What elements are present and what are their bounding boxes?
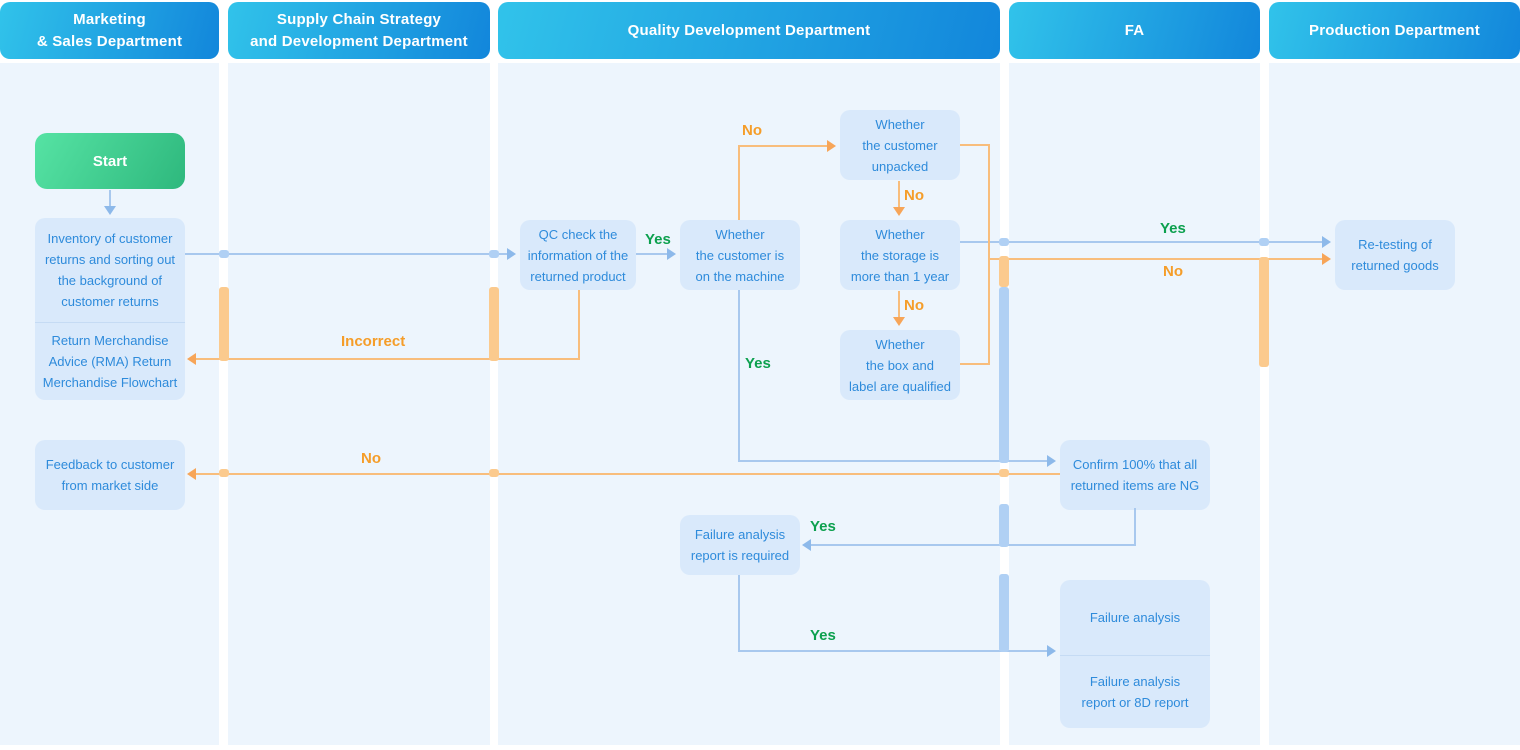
- edge-label-incorrect-qc-rma: Incorrect: [341, 333, 406, 350]
- connector-qc-machine: [636, 253, 667, 255]
- lane-gap-marker: [219, 250, 229, 258]
- edge-label-yes-qc-machine: Yes: [645, 231, 671, 248]
- lane-header-marketing-sales: Marketing & Sales Department: [0, 2, 219, 59]
- connector-confirm-required-v: [1134, 508, 1136, 546]
- node-report-required: Failure analysis report is required: [680, 515, 800, 575]
- connector-machine-confirm-h: [738, 460, 1047, 462]
- lane-gap-marker: [219, 469, 229, 477]
- lane-header-fa: FA: [1009, 2, 1260, 59]
- arrowhead-machine-confirm: [1047, 455, 1056, 467]
- connector-branch-retest: [988, 258, 1322, 260]
- lane-gap-bar: [219, 287, 229, 361]
- lane-header-production: Production Department: [1269, 2, 1520, 59]
- edge-label-no-storage-boxlabel: No: [904, 297, 924, 314]
- node-confirm-ng: Confirm 100% that all returned items are…: [1060, 440, 1210, 510]
- arrowhead-unpacked-storage: [893, 207, 905, 216]
- node-start: Start: [35, 133, 185, 189]
- connector-inventory-qc: [185, 253, 507, 255]
- connector-start-inventory: [109, 190, 111, 206]
- lane-gap-bar: [999, 287, 1009, 463]
- arrowhead-confirm-feedback: [187, 468, 196, 480]
- node-failure-analysis: Failure analysis: [1089, 610, 1181, 625]
- arrowhead-qc-rma: [187, 353, 196, 365]
- lane-gap-bar: [999, 504, 1009, 547]
- connector-qc-rma-v: [578, 290, 580, 360]
- arrowhead-storage-retest: [1322, 236, 1331, 248]
- connector-required-failure-v: [738, 575, 740, 652]
- arrowhead-confirm-required: [802, 539, 811, 551]
- lane-gap-marker: [489, 469, 499, 477]
- node-storage-one-year: Whether the storage is more than 1 year: [840, 220, 960, 290]
- edge-label-yes-confirm-required: Yes: [810, 518, 836, 535]
- edge-label-no-machine-unpacked: No: [742, 122, 762, 139]
- lane-gap-bar: [1259, 257, 1269, 367]
- edge-label-no-confirm-feedback: No: [361, 450, 381, 467]
- connector-machine-confirm-v: [738, 290, 740, 462]
- node-failure-report: Failure analysis report or 8D report: [1060, 655, 1210, 727]
- connector-required-failure-h: [738, 650, 1047, 652]
- arrowhead-inventory-qc: [507, 248, 516, 260]
- node-inventory: Inventory of customer returns and sortin…: [44, 231, 176, 309]
- lane-gap-bar: [999, 574, 1009, 652]
- lane-gap-bar: [999, 256, 1009, 287]
- lane-gap-marker: [999, 469, 1009, 477]
- connector-storage-retest: [960, 241, 1322, 243]
- connector-confirm-required-h: [811, 544, 1136, 546]
- lane-gap-marker: [489, 250, 499, 258]
- lane-supply-chain: [228, 63, 490, 745]
- lane-gap-marker: [1259, 238, 1269, 246]
- connector-unpacked-right-h: [960, 144, 990, 146]
- connector-machine-unpacked-v: [738, 145, 740, 220]
- connector-unpacked-boxlabel-v: [988, 144, 990, 365]
- connector-qc-rma-h: [196, 358, 580, 360]
- connector-storage-boxlabel: [898, 291, 900, 317]
- lane-gap-marker: [999, 238, 1009, 246]
- arrowhead-machine-unpacked: [827, 140, 836, 152]
- arrowhead-start-inventory: [104, 206, 116, 215]
- connector-boxlabel-right-h: [960, 363, 990, 365]
- node-failure-analysis-stack: Failure analysis Failure analysis report…: [1060, 580, 1210, 728]
- lane-gap-bar: [489, 287, 499, 361]
- arrowhead-storage-boxlabel: [893, 317, 905, 326]
- arrowhead-branch-retest: [1322, 253, 1331, 265]
- node-retest: Re-testing of returned goods: [1335, 220, 1455, 290]
- edge-label-no-unpacked-storage: No: [904, 187, 924, 204]
- node-customer-unpacked: Whether the customer unpacked: [840, 110, 960, 180]
- connector-machine-unpacked-h: [738, 145, 827, 147]
- node-rma: Return Merchandise Advice (RMA) Return M…: [35, 322, 185, 399]
- lane-production: [1269, 63, 1520, 745]
- arrowhead-qc-machine: [667, 248, 676, 260]
- connector-unpacked-storage: [898, 181, 900, 207]
- edge-label-yes-storage-retest: Yes: [1160, 220, 1186, 237]
- node-customer-on-machine: Whether the customer is on the machine: [680, 220, 800, 290]
- lane-header-supply-chain: Supply Chain Strategy and Development De…: [228, 2, 490, 59]
- node-qc-check: QC check the information of the returned…: [520, 220, 636, 290]
- edge-label-no-branch-retest: No: [1163, 263, 1183, 280]
- arrowhead-required-failure: [1047, 645, 1056, 657]
- node-inventory-rma-stack: Inventory of customer returns and sortin…: [35, 218, 185, 400]
- connector-confirm-feedback: [196, 473, 1060, 475]
- node-feedback: Feedback to customer from market side: [35, 440, 185, 510]
- edge-label-yes-machine-confirm: Yes: [745, 355, 771, 372]
- node-box-label-qualified: Whether the box and label are qualified: [840, 330, 960, 400]
- lane-header-quality-development: Quality Development Department: [498, 2, 1000, 59]
- edge-label-yes-required-failure: Yes: [810, 627, 836, 644]
